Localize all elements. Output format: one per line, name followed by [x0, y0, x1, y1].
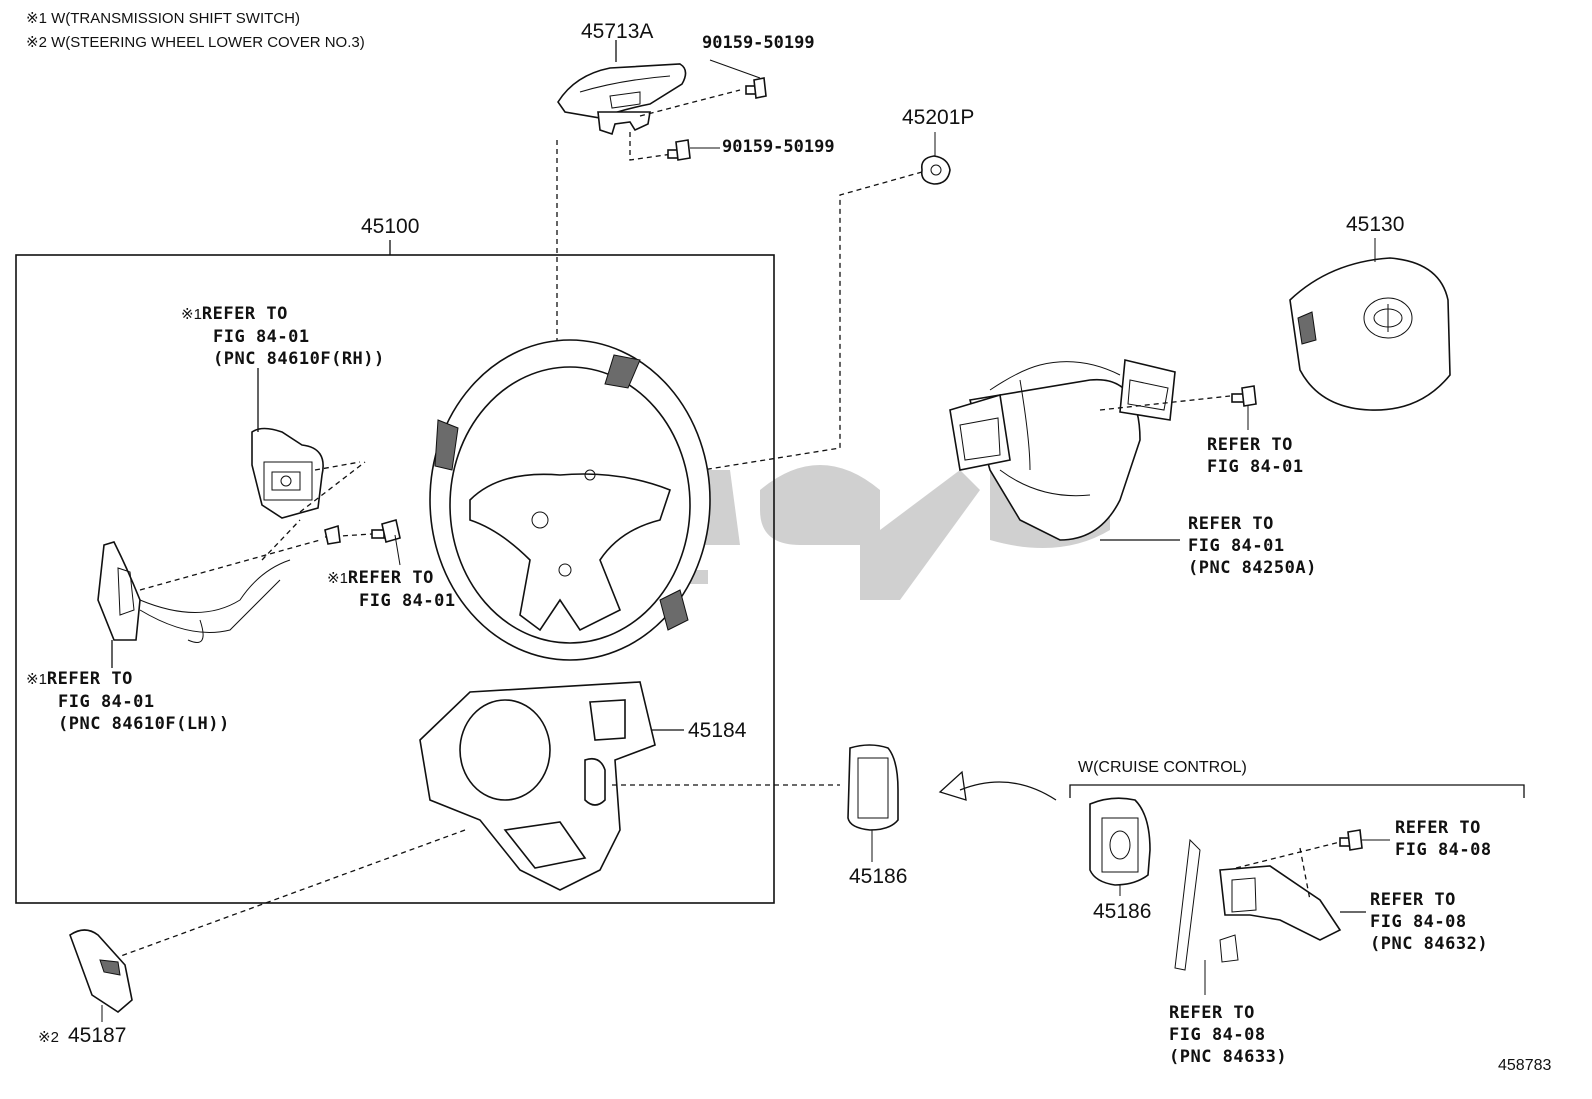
ref-rh-switch-mark: ※1: [181, 306, 202, 323]
cap-45186-a: [847, 744, 899, 862]
part-number-45186-b: 45186: [1093, 900, 1152, 923]
part-number-90159-top: 90159-50199: [702, 33, 815, 53]
screw-90159-mid: [667, 139, 720, 161]
ref-screw-mid-mark: ※1: [327, 570, 348, 587]
part-number-45100: 45100: [361, 215, 420, 238]
ref-cruise-harness-line2: FIG 84-08: [1169, 1025, 1266, 1045]
part-number-90159-mid: 90159-50199: [722, 137, 835, 157]
cover-45713a: [557, 63, 687, 136]
airbag-45130: [1289, 238, 1451, 411]
cover-45187: [69, 929, 133, 1022]
ref-cruise-switch-line2: FIG 84-08: [1370, 912, 1467, 932]
cruise-control-label: W(CRUISE CONTROL): [1078, 759, 1247, 776]
cruise-screw: [1339, 829, 1390, 851]
ref-rh-switch-line1: REFER TO: [201, 304, 288, 324]
part-number-45187: 45187: [68, 1024, 127, 1047]
part-number-45201p: 45201P: [902, 106, 975, 129]
ref-screw-right-line1: REFER TO: [1207, 435, 1293, 455]
part-number-45130: 45130: [1346, 213, 1405, 236]
ref-screw-mid-line2: FIG 84-01: [359, 591, 456, 611]
lower-cover-45184: [419, 681, 656, 891]
ref-lh-switch-mark: ※1: [26, 671, 47, 688]
switch-rh: [251, 427, 324, 519]
switch-lh: [97, 541, 291, 643]
ref-screw-mid: ※1REFER TO FIG 84-01: [327, 567, 456, 612]
nut-45201p: [920, 132, 951, 185]
ref-steering-pad-line3: (PNC 84250A): [1188, 558, 1317, 578]
part-number-45186-a: 45186: [849, 865, 908, 888]
part-number-45184: 45184: [688, 719, 747, 742]
cruise-switch: [1174, 838, 1342, 995]
ref-lh-switch: ※1REFER TO FIG 84-01(PNC 84610F(LH)): [26, 668, 230, 735]
ref-cruise-switch-line1: REFER TO: [1370, 890, 1456, 910]
screw-90159-top: [709, 59, 767, 99]
part-mark-45187: ※2: [38, 1029, 59, 1046]
assembly-box-45100: [15, 254, 775, 904]
note-1: ※1 W(TRANSMISSION SHIFT SWITCH): [26, 10, 300, 27]
part-number-45713a: 45713A: [581, 20, 654, 43]
steering-pad-assembly: [949, 359, 1176, 541]
ref-rh-switch: ※1REFER TO FIG 84-01(PNC 84610F(RH)): [181, 303, 385, 370]
ref-screw-mid-line1: REFER TO: [347, 568, 434, 588]
ref-rh-switch-line2: FIG 84-01: [213, 327, 310, 347]
ref-lh-switch-line3: (PNC 84610F(LH)): [58, 714, 230, 734]
ref-screw-right-line2: FIG 84-01: [1207, 457, 1304, 477]
ref-lh-switch-line2: FIG 84-01: [58, 692, 155, 712]
ref-steering-pad-line1: REFER TO: [1188, 514, 1274, 534]
ref-rh-switch-line3: (PNC 84610F(RH)): [213, 349, 385, 369]
screw-small-mid: [371, 518, 401, 566]
ref-cruise-switch-line3: (PNC 84632): [1370, 934, 1489, 954]
ref-steering-pad-line2: FIG 84-01: [1188, 536, 1285, 556]
steering-wheel-45100: [429, 339, 711, 661]
direction-arrow: [938, 770, 1057, 801]
ref-cruise-screw-line2: FIG 84-08: [1395, 840, 1492, 860]
ref-cruise-harness-line1: REFER TO: [1169, 1003, 1255, 1023]
ref-lh-switch-line1: REFER TO: [46, 669, 133, 689]
ref-cruise-harness-line3: (PNC 84633): [1169, 1047, 1288, 1067]
note-2: ※2 W(STEERING WHEEL LOWER COVER NO.3): [26, 34, 365, 51]
cap-45186-b: [1089, 797, 1151, 896]
screw-right: [1231, 385, 1257, 430]
figure-number: 458783: [1498, 1057, 1552, 1074]
ref-cruise-screw-line1: REFER TO: [1395, 818, 1481, 838]
cruise-bracket: [1069, 784, 1525, 798]
